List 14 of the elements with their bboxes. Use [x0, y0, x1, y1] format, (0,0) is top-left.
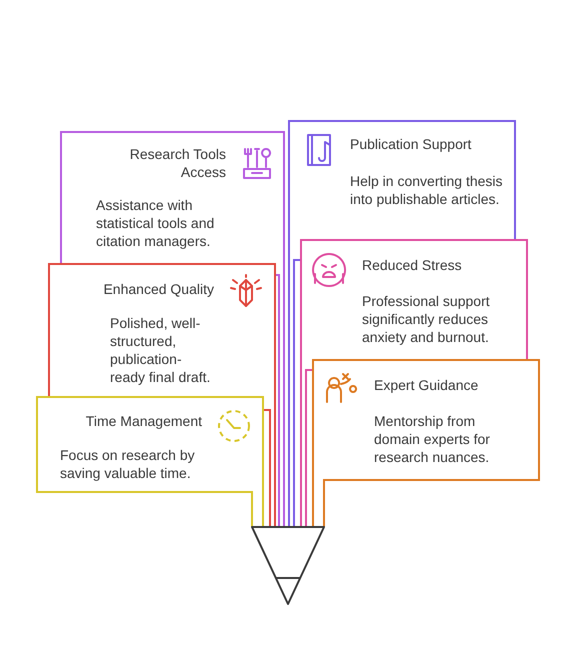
- card-title: Time Management: [84, 412, 202, 430]
- card-title: Publication Support: [350, 135, 472, 153]
- card-description: Help in converting thesis into publishable articles.: [350, 172, 504, 208]
- card-description: Polished, well-structured, publication-ready final draft.: [110, 314, 212, 386]
- card-title: Expert Guidance: [374, 376, 480, 394]
- card-title: Research Tools Access: [128, 145, 226, 181]
- card-title: Reduced Stress: [362, 256, 463, 274]
- card: [36, 396, 264, 527]
- card: [312, 359, 540, 527]
- card-description: Professional support significantly reduces anxiety and burnout.: [362, 292, 491, 346]
- card-description: Assistance with statistical tools and citation managers.: [96, 196, 216, 250]
- card-description: Focus on research by saving valuable time.: [60, 446, 196, 482]
- card-title: Enhanced Quality: [102, 280, 214, 298]
- card-description: Mentorship from domain experts for research nuances.: [374, 412, 491, 466]
